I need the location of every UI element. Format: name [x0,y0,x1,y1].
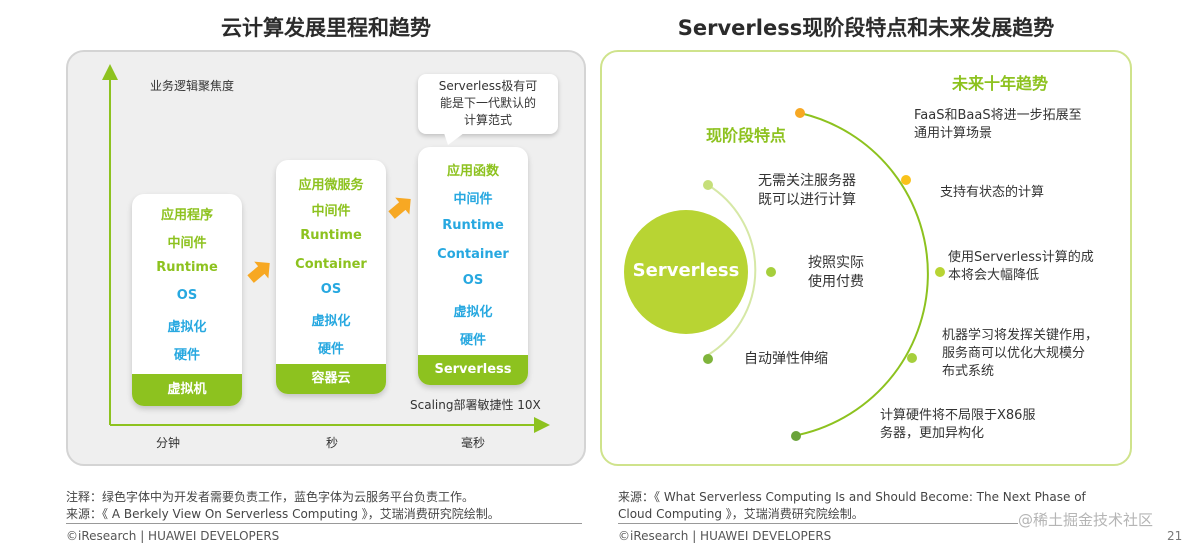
future-trend-4-line-1: 机器学习将发挥关键作用， [942,328,1099,343]
right-source-line-1: 来源：《 What Serverless Computing Is and Sh… [618,490,1086,504]
serverless-center-label: Serverless [632,260,740,281]
bubble-tail [444,133,464,145]
y-axis-label: 业务逻辑聚焦度 [150,79,235,93]
serverless-stack-card: 应用函数 中间件 Runtime Container OS 虚拟化 硬件 Ser… [418,147,528,385]
future-trend-4: 机器学习将发挥关键作用， 服务商可以优化大规模分 布式系统 [942,327,1098,381]
right-title: Serverless现阶段特点和未来发展趋势 [677,16,1055,40]
current-feature-2-line-1: 按照实际 [808,255,864,271]
future-dot-3 [935,267,945,277]
left-note-line-1: 注释：绿色字体中为开发者需要负责工作，蓝色字体为云服务平台负责工作。 [66,490,475,504]
current-dot-2 [766,267,776,277]
future-trend-1-line-1: FaaS和BaaS将进一步拓展至 [914,108,1082,123]
layer-runtime: Runtime [442,218,504,233]
layer-container: Container [295,257,367,272]
current-dot-1 [703,180,713,190]
layer-container: Container [437,247,509,262]
layer-middleware: 中间件 [311,204,351,219]
left-note: 注释：绿色字体中为开发者需要负责工作，蓝色字体为云服务平台负责工作。 来源：《 … [66,489,500,523]
layer-middleware: 中间件 [167,236,207,251]
future-trend-4-line-2: 服务商可以优化大规模分 [942,346,1086,361]
current-feature-2-line-2: 使用付费 [808,274,864,290]
layer-hardware: 硬件 [317,342,344,357]
future-dot-2 [901,175,911,185]
x-tick-minutes: 分钟 [156,436,181,450]
current-heading: 现阶段特点 [706,126,787,145]
trends-arcs [624,108,945,441]
current-feature-1: 无需关注服务器 既可以进行计算 [758,172,856,210]
progress-arrow-1 [247,261,270,283]
future-trend-2-line-1: 支持有状态的计算 [940,185,1045,200]
serverless-circle [624,210,748,334]
right-note: 来源：《 What Serverless Computing Is and Sh… [618,489,1086,523]
bubble-line-2: 能是下一代默认的 [439,96,536,110]
left-title: 云计算发展里程和趋势 [221,16,431,40]
x-tick-milliseconds: 毫秒 [461,436,486,450]
future-trend-3-line-1: 使用Serverless计算的成 [948,250,1094,265]
current-feature-3-line-1: 自动弹性伸缩 [744,351,828,367]
serverless-label: Serverless [418,355,528,385]
future-trend-1-line-2: 通用计算场景 [914,126,993,141]
layer-application: 应用程序 [160,208,213,223]
future-trend-5-line-1: 计算硬件将不局限于X86服 [880,408,1036,423]
vm-label: 虚拟机 [132,374,242,406]
current-feature-2: 按照实际 使用付费 [808,254,864,292]
layer-app-microservice: 应用微服务 [298,178,364,193]
future-dot-4 [907,353,917,363]
x-axis-label: Scaling部署敏捷性 10X [410,398,541,412]
layer-os: OS [176,288,198,303]
future-trend-3-line-2: 本将会大幅降低 [948,268,1040,283]
evolution-axes [102,64,550,433]
layer-os: OS [462,273,484,288]
current-feature-1-line-2: 既可以进行计算 [758,192,856,208]
container-cloud-label: 容器云 [276,364,386,394]
right-source-line-2: Cloud Computing 》，艾瑞消费研究院绘制。 [618,507,864,521]
progress-arrow-2 [388,197,411,219]
footer-right: ©iResearch | HUAWEI DEVELOPERS [618,529,832,543]
future-dot-5 [791,431,801,441]
future-trend-2: 支持有状态的计算 [940,184,1044,202]
serverless-bubble: Serverless极有可 能是下一代默认的 计算范式 [418,74,558,134]
future-trend-1: FaaS和BaaS将进一步拓展至 通用计算场景 [914,107,1082,143]
footer-divider-left [66,523,582,524]
page-number: 21 [1167,529,1183,543]
current-feature-3: 自动弹性伸缩 [744,350,828,369]
layer-middleware: 中间件 [453,192,493,207]
vm-stack-card: 应用程序 中间件 Runtime OS 虚拟化 硬件 虚拟机 [132,194,242,406]
layer-hardware: 硬件 [173,348,200,363]
future-heading: 未来十年趋势 [952,74,1049,93]
layer-app-function: 应用函数 [446,164,499,179]
future-trend-5: 计算硬件将不局限于X86服 务器，更加异构化 [880,407,1035,443]
layer-virtualization: 虚拟化 [311,314,351,329]
future-trend-3: 使用Serverless计算的成 本将会大幅降低 [948,249,1094,285]
current-dot-3 [703,354,713,364]
layer-runtime: Runtime [156,260,218,275]
layer-runtime: Runtime [300,228,362,243]
left-source-line: 来源：《 A Berkely View On Serverless Comput… [66,507,500,521]
x-tick-seconds: 秒 [326,436,339,450]
layer-virtualization: 虚拟化 [453,305,493,320]
current-arc [707,184,757,356]
footer-divider-right [618,523,1018,524]
future-dot-1 [795,108,805,118]
bubble-line-1: Serverless极有可 [438,79,538,93]
footer-left: ©iResearch | HUAWEI DEVELOPERS [66,529,280,543]
layer-virtualization: 虚拟化 [167,320,207,335]
future-arc [792,112,929,437]
bubble-line-3: 计算范式 [463,113,512,127]
watermark: @稀土掘金技术社区 [1018,511,1154,529]
container-stack-card: 应用微服务 中间件 Runtime Container OS 虚拟化 硬件 容器… [276,160,386,394]
current-feature-1-line-1: 无需关注服务器 [758,173,856,189]
future-trend-5-line-2: 务器，更加异构化 [880,426,985,441]
layer-hardware: 硬件 [459,333,486,348]
future-trend-4-line-3: 布式系统 [942,364,995,379]
layer-os: OS [320,282,342,297]
